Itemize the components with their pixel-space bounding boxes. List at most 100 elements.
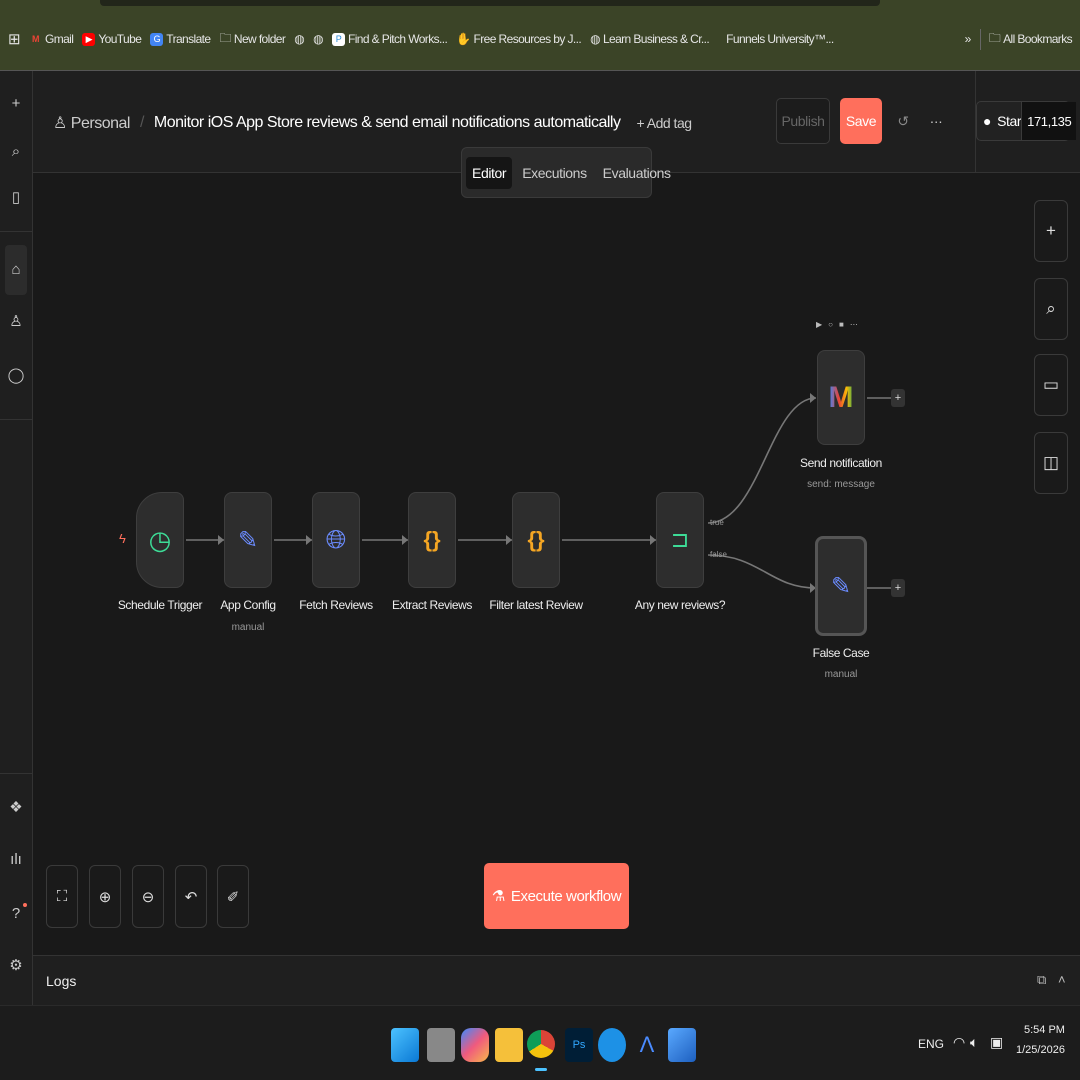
- node-app-config[interactable]: ✎: [224, 492, 272, 588]
- tab-editor[interactable]: Editor: [466, 156, 513, 189]
- tab-executions[interactable]: Executions: [522, 164, 587, 181]
- user-icon[interactable]: ♙: [9, 313, 23, 330]
- clock-date[interactable]: 1/25/2026: [1016, 1044, 1065, 1056]
- bookmark-globe[interactable]: ◍: [294, 32, 304, 46]
- more-bookmarks-button[interactable]: »: [964, 32, 972, 46]
- bookmark-funnels[interactable]: Funnels University™...: [726, 32, 834, 46]
- node-any-new-reviews[interactable]: ⊐: [656, 492, 704, 588]
- trash-icon[interactable]: ■: [839, 320, 850, 329]
- zoom-out-button[interactable]: ⊖: [132, 865, 164, 928]
- file-explorer-icon[interactable]: [495, 1028, 523, 1062]
- save-button[interactable]: Save: [840, 98, 882, 144]
- clock-time[interactable]: 5:54 PM: [1024, 1024, 1065, 1036]
- bookmark-new-folder[interactable]: 🗀New folder: [219, 29, 285, 50]
- language-indicator[interactable]: ENG: [918, 1037, 945, 1051]
- history-icon[interactable]: ↺: [897, 112, 909, 129]
- code-braces-icon: {}: [423, 527, 441, 552]
- toggle-panel-button[interactable]: ◫: [1034, 432, 1068, 494]
- zoom-in-button[interactable]: ⊕: [89, 865, 121, 928]
- node-label: Schedule Trigger: [117, 598, 203, 612]
- globe-icon: ◍: [590, 32, 600, 46]
- gmail-icon: M: [828, 380, 854, 414]
- photos-icon[interactable]: [668, 1028, 696, 1062]
- workflow-title[interactable]: Monitor iOS App Store reviews & send ema…: [153, 114, 621, 131]
- settings-icon[interactable]: ⚙: [9, 957, 23, 974]
- bookmark-learn-business[interactable]: ◍Learn Business & Cr...: [590, 32, 710, 46]
- all-bookmarks[interactable]: 🗀All Bookmarks: [979, 28, 1073, 50]
- fit-view-button[interactable]: ⛶: [46, 865, 78, 928]
- publish-button[interactable]: Publish: [776, 98, 830, 144]
- play-icon[interactable]: ▶: [816, 320, 829, 329]
- app-a-icon[interactable]: Λ: [639, 1032, 655, 1057]
- apps-grid-icon[interactable]: ⊞: [8, 31, 21, 48]
- node-sublabel: manual: [231, 622, 265, 633]
- bookmark-youtube[interactable]: ▶YouTube: [82, 32, 142, 46]
- node-label: Send notification: [800, 456, 882, 470]
- add-icon[interactable]: +: [11, 95, 21, 112]
- node-sublabel: send: message: [807, 479, 875, 490]
- search-icon[interactable]: ⌕: [11, 143, 21, 160]
- node-false-case[interactable]: ✎: [815, 536, 867, 636]
- start-icon[interactable]: [391, 1028, 419, 1062]
- translate-icon: G: [150, 32, 164, 46]
- pencil-icon: ✎: [237, 526, 259, 554]
- volume-icon[interactable]: 🔈︎: [970, 1034, 979, 1050]
- github-star-button[interactable]: ●Star 171,135: [976, 101, 1077, 141]
- tab-evaluations[interactable]: Evaluations: [602, 164, 671, 181]
- hand-icon: ✋: [456, 32, 471, 46]
- panel-icon[interactable]: ▯: [11, 189, 21, 206]
- bookmark-globe[interactable]: ◍: [313, 32, 323, 46]
- folder-icon: 🗀: [988, 30, 1001, 45]
- more-options-button[interactable]: ···: [929, 113, 943, 129]
- add-node-panel-button[interactable]: +: [1034, 200, 1068, 262]
- breadcrumb-personal[interactable]: ♙ Personal: [53, 115, 130, 132]
- pc-icon: P: [331, 32, 345, 46]
- power-icon[interactable]: ○: [828, 320, 839, 329]
- popout-icon[interactable]: ⧉: [1037, 972, 1047, 987]
- wifi-icon[interactable]: ◠: [953, 1034, 966, 1050]
- execute-workflow-button[interactable]: ⚗Execute workflow: [484, 863, 629, 929]
- chrome-icon[interactable]: [527, 1030, 555, 1058]
- help-icon[interactable]: ?: [5, 903, 27, 925]
- signpost-icon: ⊐: [670, 527, 690, 552]
- gmail-icon: M: [32, 33, 40, 44]
- logs-panel[interactable]: Logs ⧉ ˄: [33, 955, 1080, 1005]
- branch-true-label: true: [710, 518, 724, 527]
- trigger-bolt-icon: ϟ: [119, 531, 126, 546]
- chevron-up-icon[interactable]: ˄: [1058, 972, 1066, 987]
- bookmark-free-resources[interactable]: ✋Free Resources by J...: [456, 32, 582, 46]
- globe-icon: ◍: [294, 32, 305, 46]
- copilot-icon[interactable]: [461, 1028, 489, 1062]
- task-view-icon[interactable]: [427, 1028, 455, 1062]
- docker-icon[interactable]: [598, 1028, 626, 1062]
- globe-icon: 🌐︎: [325, 524, 347, 554]
- more-icon[interactable]: ⋯: [849, 320, 864, 329]
- node-schedule-trigger[interactable]: ◷: [136, 492, 184, 588]
- node-extract-reviews[interactable]: {}: [408, 492, 456, 588]
- taskbar: Ps Λ ENG ◠ 🔈︎ ▣ 5:54 PM 1/25/2026: [0, 1005, 1080, 1080]
- tidy-up-button[interactable]: ✐: [217, 865, 249, 928]
- search-nodes-button[interactable]: ⌕: [1034, 278, 1068, 340]
- undo-button[interactable]: ↶: [175, 865, 207, 928]
- node-label: Any new reviews?: [634, 598, 726, 612]
- add-node-button[interactable]: +: [891, 389, 905, 407]
- battery-icon[interactable]: ▣: [990, 1034, 1004, 1050]
- node-filter-latest-review[interactable]: {}: [512, 492, 560, 588]
- node-send-notification[interactable]: M: [817, 350, 865, 445]
- globe-icon: ◍: [313, 32, 323, 46]
- templates-icon[interactable]: ❖: [9, 799, 23, 816]
- pencil-icon: ✎: [830, 572, 852, 600]
- photoshop-icon[interactable]: Ps: [565, 1028, 593, 1062]
- node-fetch-reviews[interactable]: 🌐︎: [312, 492, 360, 588]
- add-node-button[interactable]: +: [891, 579, 905, 597]
- home-icon[interactable]: ⌂: [5, 245, 27, 295]
- add-tag-button[interactable]: + Add tag: [636, 115, 692, 131]
- youtube-icon: ▶: [82, 32, 96, 46]
- sticky-note-button[interactable]: ▭: [1034, 354, 1068, 416]
- chat-icon[interactable]: ◯: [7, 367, 25, 384]
- insights-icon[interactable]: ılı: [10, 851, 22, 868]
